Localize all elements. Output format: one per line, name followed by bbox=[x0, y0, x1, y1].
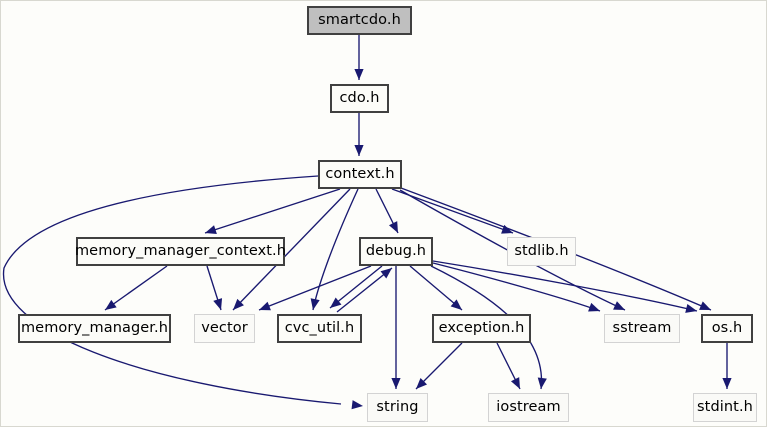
graph-node-label: vector bbox=[201, 320, 248, 337]
frame-border-top bbox=[0, 0, 767, 1]
graph-node-label: stdint.h bbox=[697, 399, 753, 416]
graph-node-stdint[interactable]: stdint.h bbox=[693, 393, 757, 422]
graph-node-label: memory_manager_context.h bbox=[74, 243, 287, 260]
graph-node-mmcontext[interactable]: memory_manager_context.h bbox=[74, 237, 287, 266]
graph-node-cdo[interactable]: cdo.h bbox=[330, 84, 389, 113]
graph-node-os[interactable]: os.h bbox=[701, 314, 753, 343]
frame-border-left bbox=[0, 0, 1, 427]
graph-node-mmanager[interactable]: memory_manager.h bbox=[18, 314, 171, 343]
graph-node-context[interactable]: context.h bbox=[318, 160, 402, 189]
graph-node-label: stdlib.h bbox=[514, 243, 569, 260]
graph-node-smartcdo[interactable]: smartcdo.h bbox=[307, 6, 412, 35]
graph-node-label: exception.h bbox=[438, 320, 525, 337]
graph-node-label: memory_manager.h bbox=[20, 320, 169, 337]
graph-node-iostream[interactable]: iostream bbox=[488, 393, 569, 422]
graph-node-string[interactable]: string bbox=[367, 393, 428, 422]
graph-node-label: os.h bbox=[711, 320, 743, 337]
graph-node-label: smartcdo.h bbox=[318, 12, 401, 29]
graph-node-label: cvc_util.h bbox=[284, 320, 355, 337]
graph-node-stdlib[interactable]: stdlib.h bbox=[507, 237, 576, 266]
graph-node-debug[interactable]: debug.h bbox=[359, 237, 433, 266]
graph-node-label: string bbox=[376, 399, 419, 416]
graph-node-label: cdo.h bbox=[339, 90, 380, 107]
graph-node-label: iostream bbox=[496, 399, 561, 416]
graph-node-label: sstream bbox=[612, 320, 672, 337]
graph-node-cvc_util[interactable]: cvc_util.h bbox=[277, 314, 362, 343]
graph-node-sstream[interactable]: sstream bbox=[604, 314, 680, 343]
graph-node-label: debug.h bbox=[365, 243, 427, 260]
graph-node-label: context.h bbox=[325, 166, 395, 183]
graph-node-exception[interactable]: exception.h bbox=[432, 314, 531, 343]
graph-node-vector[interactable]: vector bbox=[194, 314, 255, 343]
